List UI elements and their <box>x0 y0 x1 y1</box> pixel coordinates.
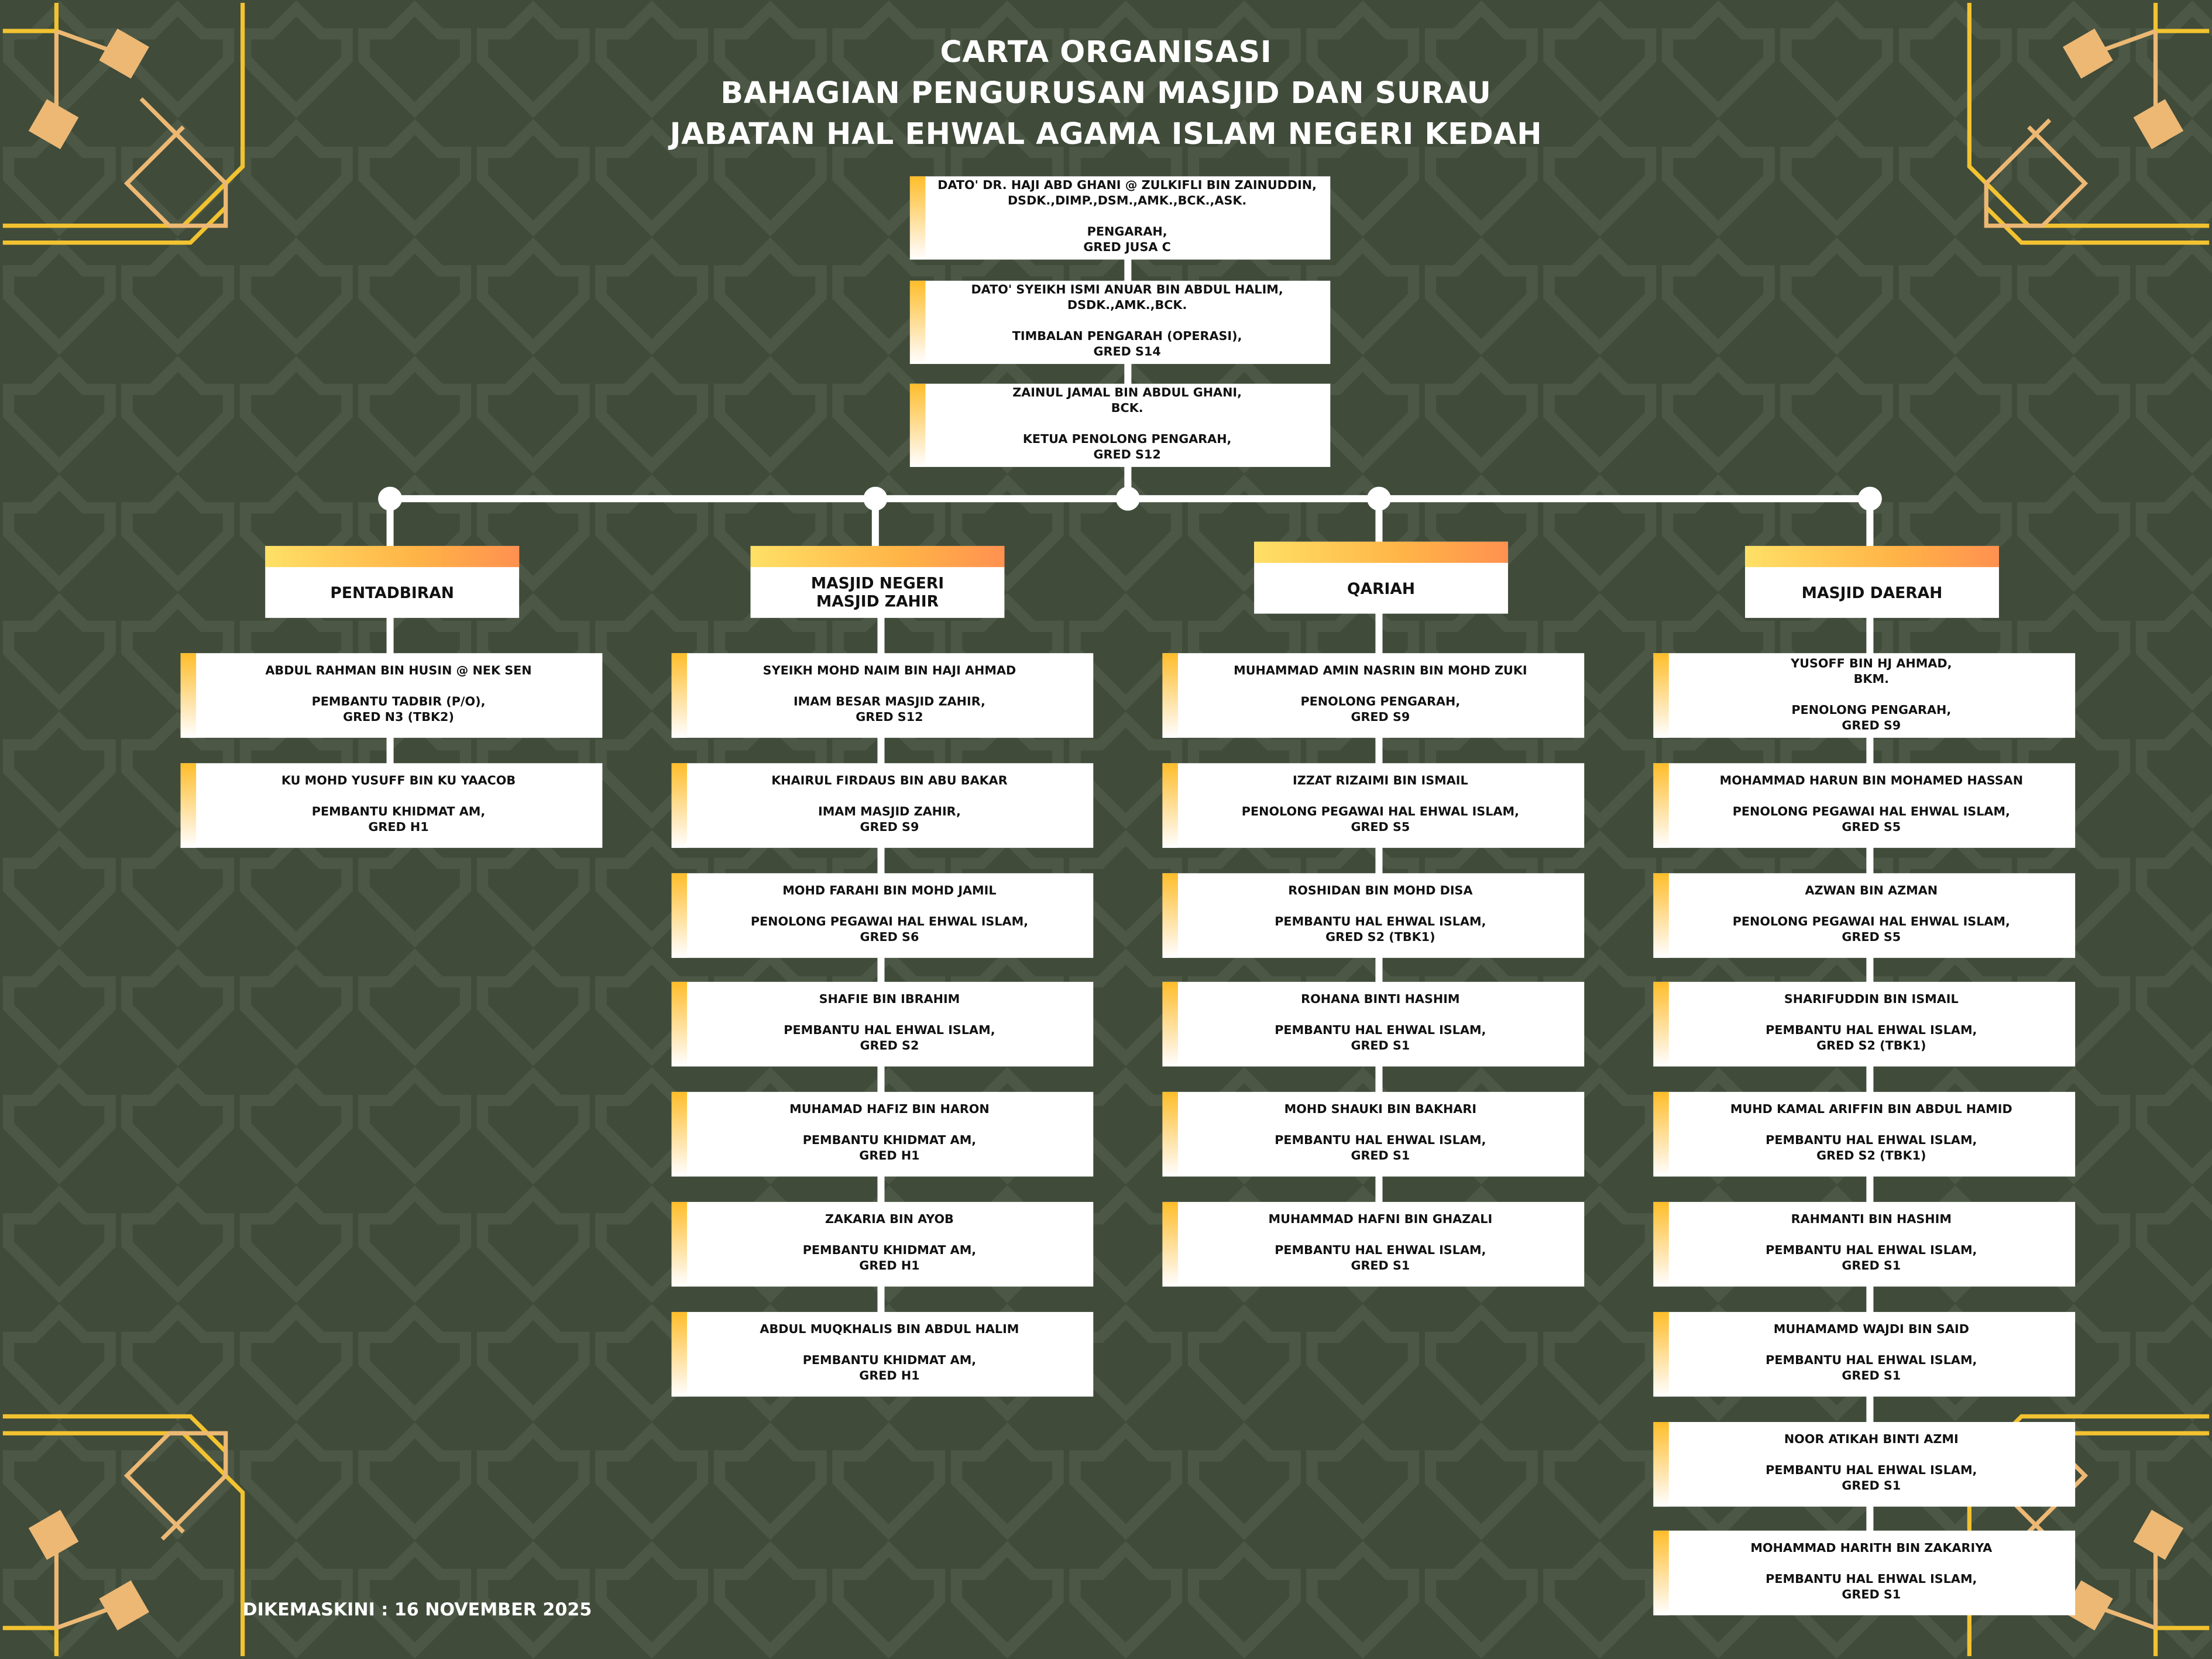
member-position: PEMBANTU HAL EHWAL ISLAM, GRED S1 <box>1275 1134 1486 1165</box>
member-card: NOOR ATIKAH BINTI AZMI PEMBANTU HAL EHWAL… <box>1653 1421 2076 1506</box>
member-position: TIMBALAN PENGARAH (OPERASI), GRED S14 <box>1012 330 1242 360</box>
member-position: PENOLONG PEGAWAI HAL EHWAL ISLAM, GRED S… <box>1732 915 2010 945</box>
member-card: AZWAN BIN AZMAN PENOLONG PEGAWAI HAL EHWA… <box>1653 873 2076 957</box>
member-position: PEMBANTU KHIDMAT AM, GRED H1 <box>802 1354 977 1384</box>
member-position: PENOLONG PENGARAH, GRED S9 <box>1300 695 1461 726</box>
member-card: MUHAMAMD WAJDI BIN SAID PEMBANTU HAL EHWA… <box>1653 1311 2076 1397</box>
member-card: KHAIRUL FIRDAUS BIN ABU BAKAR IMAM MASJID… <box>671 762 1094 848</box>
connector-node <box>1115 486 1139 510</box>
member-name: AZWAN BIN AZMAN <box>1805 884 1938 898</box>
member-name: KHAIRUL FIRDAUS BIN ABU BAKAR <box>771 774 1008 789</box>
member-position: PEMBANTU HAL EHWAL ISLAM, GRED S1 <box>1766 1244 1977 1274</box>
member-name: ABDUL MUQKHALIS BIN ABDUL HALIM <box>760 1323 1019 1337</box>
leader-card: DATO' DR. HAJI ABD GHANI @ ZULKIFLI BIN … <box>909 176 1331 260</box>
member-name: MOHD SHAUKI BIN BAKHARI <box>1284 1103 1477 1118</box>
member-position: PENGARAH, GRED JUSA C <box>1083 225 1171 256</box>
member-position: PEMBANTU TADBIR (P/O), GRED N3 (TBK2) <box>311 695 486 726</box>
member-name: MOHD FARAHI BIN MOHD JAMIL <box>782 884 997 898</box>
member-name: SYEIKH MOHD NAIM BIN HAJI AHMAD <box>762 664 1016 679</box>
corner-ornament-icon <box>1967 2 2210 245</box>
connector-line <box>386 497 393 546</box>
member-position: PEMBANTU HAL EHWAL ISLAM, GRED S2 (TBK1) <box>1275 915 1486 945</box>
department-header: PENTADBIRAN <box>265 545 520 618</box>
member-position: PEMBANTU HAL EHWAL ISLAM, GRED S1 <box>1275 1244 1486 1274</box>
member-position: PEMBANTU KHIDMAT AM, GRED H1 <box>311 805 486 835</box>
member-card: MUHAMAD HAFIZ BIN HARON PEMBANTU KHIDMAT … <box>671 1092 1094 1177</box>
member-card: MUHAMMAD AMIN NASRIN BIN MOHD ZUKI PENOLO… <box>1162 653 1585 738</box>
member-card: IZZAT RIZAIMI BIN ISMAIL PENOLONG PEGAWAI… <box>1162 762 1585 848</box>
member-position: PEMBANTU HAL EHWAL ISLAM, GRED S2 <box>784 1025 995 1055</box>
connector-line <box>1866 497 1873 546</box>
department-header: MASJID NEGERI MASJID ZAHIR <box>750 545 1005 618</box>
member-card: SHARIFUDDIN BIN ISMAIL PEMBANTU HAL EHWAL… <box>1653 982 2076 1067</box>
member-name: IZZAT RIZAIMI BIN ISMAIL <box>1293 774 1468 789</box>
member-position: KETUA PENOLONG PENGARAH, GRED S12 <box>1022 433 1232 463</box>
member-position: IMAM BESAR MASJID ZAHIR, GRED S12 <box>793 695 985 726</box>
member-card: ABDUL RAHMAN BIN HUSIN @ NEK SEN PEMBANTU… <box>180 653 603 738</box>
member-name: KU MOHD YUSUFF BIN KU YAACOB <box>281 774 516 789</box>
member-card: MOHD FARAHI BIN MOHD JAMIL PENOLONG PEGAW… <box>671 873 1094 957</box>
member-card: RAHMANTI BIN HASHIM PEMBANTU HAL EHWAL IS… <box>1653 1201 2076 1287</box>
member-position: PEMBANTU HAL EHWAL ISLAM, GRED S1 <box>1766 1573 1977 1603</box>
member-card: MUHD KAMAL ARIFFIN BIN ABDUL HAMID PEMBAN… <box>1653 1092 2076 1177</box>
department-header: MASJID DAERAH <box>1745 545 1999 618</box>
connector-line <box>1375 497 1382 542</box>
member-position: PENOLONG PEGAWAI HAL EHWAL ISLAM, GRED S… <box>1732 805 2010 835</box>
member-position: IMAM MASJID ZAHIR, GRED S9 <box>818 805 961 835</box>
member-name: NOOR ATIKAH BINTI AZMI <box>1784 1433 1959 1447</box>
member-name: MUHAMMAD HAFNI BIN GHAZALI <box>1268 1213 1493 1228</box>
member-position: PEMBANTU HAL EHWAL ISLAM, GRED S2 (TBK1) <box>1766 1025 1977 1055</box>
member-card: YUSOFF BIN HJ AHMAD, BKM. PENOLONG PENGAR… <box>1653 653 2076 738</box>
member-name: SHARIFUDDIN BIN ISMAIL <box>1784 994 1959 1008</box>
member-position: PENOLONG PEGAWAI HAL EHWAL ISLAM, GRED S… <box>1241 805 1519 835</box>
corner-ornament-icon <box>2 1414 245 1657</box>
member-name: YUSOFF BIN HJ AHMAD, BKM. <box>1791 657 1952 686</box>
member-name: DATO' DR. HAJI ABD GHANI @ ZULKIFLI BIN … <box>937 179 1317 209</box>
member-card: MOHAMMAD HARITH BIN ZAKARIYA PEMBANTU HAL… <box>1653 1531 2076 1616</box>
member-card: SYEIKH MOHD NAIM BIN HAJI AHMAD IMAM BESA… <box>671 653 1094 738</box>
member-card: ABDUL MUQKHALIS BIN ABDUL HALIM PEMBANTU … <box>671 1311 1094 1397</box>
member-position: PEMBANTU HAL EHWAL ISLAM, GRED S1 <box>1766 1464 1977 1493</box>
member-position: PEMBANTU HAL EHWAL ISLAM, GRED S2 (TBK1) <box>1766 1134 1977 1165</box>
member-card: ZAKARIA BIN AYOB PEMBANTU KHIDMAT AM, GRE… <box>671 1201 1094 1287</box>
member-name: ROSHIDAN BIN MOHD DISA <box>1288 884 1473 898</box>
member-position: PENOLONG PENGARAH, GRED S9 <box>1791 703 1952 733</box>
department-header: QARIAH <box>1254 541 1509 614</box>
corner-ornament-icon <box>2 2 245 245</box>
member-name: ABDUL RAHMAN BIN HUSIN @ NEK SEN <box>265 664 532 679</box>
member-name: ZAINUL JAMAL BIN ABDUL GHANI, BCK. <box>1012 386 1242 417</box>
member-card: MUHAMMAD HAFNI BIN GHAZALI PEMBANTU HAL E… <box>1162 1201 1585 1287</box>
connector-line <box>871 497 878 546</box>
leader-card: ZAINUL JAMAL BIN ABDUL GHANI, BCK. KETUA … <box>909 383 1331 467</box>
member-name: MOHAMMAD HARUN BIN MOHAMED HASSAN <box>1719 774 2024 789</box>
member-name: ROHANA BINTI HASHIM <box>1301 994 1460 1008</box>
member-name: MUHAMAMD WAJDI BIN SAID <box>1773 1323 1969 1337</box>
member-position: PEMBANTU KHIDMAT AM, GRED H1 <box>802 1134 977 1165</box>
member-card: KU MOHD YUSUFF BIN KU YAACOB PEMBANTU KHI… <box>180 762 603 848</box>
department-title: JABATAN HAL EHWAL AGAMA ISLAM NEGERI KED… <box>669 117 1543 151</box>
member-card: ROHANA BINTI HASHIM PEMBANTU HAL EHWAL IS… <box>1162 982 1585 1067</box>
member-name: ZAKARIA BIN AYOB <box>825 1213 954 1228</box>
leader-card: DATO' SYEIKH ISMI ANUAR BIN ABDUL HALIM,… <box>909 280 1331 364</box>
member-position: PEMBANTU HAL EHWAL ISLAM, GRED S1 <box>1275 1025 1486 1055</box>
last-updated-label: DIKEMASKINI : 16 NOVEMBER 2025 <box>242 1598 592 1620</box>
member-name: SHAFIE BIN IBRAHIM <box>819 994 960 1008</box>
member-name: MUHAMMAD AMIN NASRIN BIN MOHD ZUKI <box>1234 664 1527 679</box>
member-card: SHAFIE BIN IBRAHIM PEMBANTU HAL EHWAL ISL… <box>671 982 1094 1067</box>
member-card: ROSHIDAN BIN MOHD DISA PEMBANTU HAL EHWAL… <box>1162 873 1585 957</box>
chart-title: CARTA ORGANISASI <box>940 35 1272 70</box>
member-position: PENOLONG PEGAWAI HAL EHWAL ISLAM, GRED S… <box>750 915 1029 945</box>
member-card: MOHD SHAUKI BIN BAKHARI PEMBANTU HAL EHWA… <box>1162 1092 1585 1177</box>
member-name: MUHAMAD HAFIZ BIN HARON <box>789 1103 990 1118</box>
member-card: MOHAMMAD HARUN BIN MOHAMED HASSAN PENOLON… <box>1653 762 2076 848</box>
member-name: RAHMANTI BIN HASHIM <box>1791 1213 1952 1228</box>
division-title: BAHAGIAN PENGURUSAN MASJID DAN SURAU <box>720 76 1492 111</box>
member-name: MOHAMMAD HARITH BIN ZAKARIYA <box>1750 1542 1993 1557</box>
member-position: PEMBANTU HAL EHWAL ISLAM, GRED S1 <box>1766 1354 1977 1384</box>
member-name: DATO' SYEIKH ISMI ANUAR BIN ABDUL HALIM,… <box>971 283 1283 314</box>
member-name: MUHD KAMAL ARIFFIN BIN ABDUL HAMID <box>1730 1103 2012 1118</box>
member-position: PEMBANTU KHIDMAT AM, GRED H1 <box>802 1244 977 1274</box>
